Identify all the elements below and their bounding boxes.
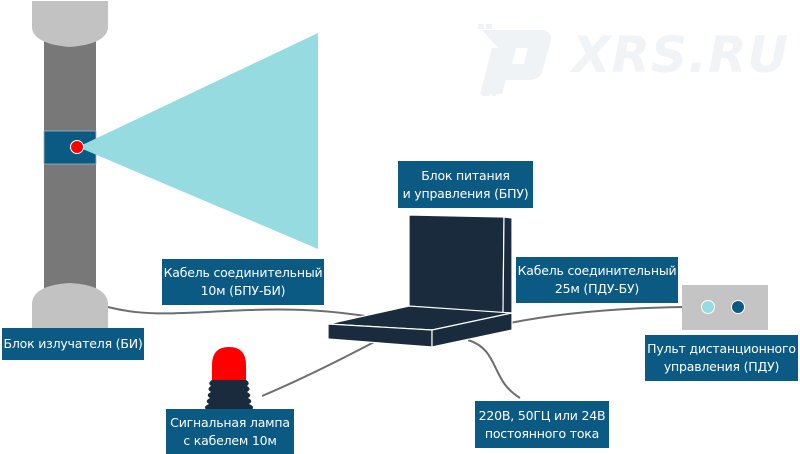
cable-power-supply xyxy=(467,339,521,399)
detection-beam-icon xyxy=(78,33,318,249)
label-line: 10м (БПУ-БИ) xyxy=(200,283,286,298)
remote-button-dark xyxy=(731,300,745,314)
label-line: Кабель соединительный xyxy=(517,263,677,278)
lamp-dome xyxy=(212,347,246,380)
label-cable-bpu-bi: Кабель соединительный 10м (БПУ-БИ) xyxy=(162,259,324,305)
label-signal-lamp: Сигнальная лампа с кабелем 10м xyxy=(166,409,294,454)
label-remote-control: Пульт дистанционного управления (ПДУ) xyxy=(645,335,798,381)
power-control-unit-icon xyxy=(327,214,513,348)
label-line: и управления (БПУ) xyxy=(402,185,529,201)
label-power-supply: 220В, 50ГЦ или 24В постоянного тока xyxy=(475,401,609,448)
label-line: Блок излучателя (БИ) xyxy=(3,336,143,351)
label-line: Сигнальная лампа xyxy=(170,414,290,430)
remote-control-panel-icon xyxy=(682,285,768,330)
label-line: с кабелем 10м xyxy=(183,432,277,448)
label-cable-pdu-bu: Кабель соединительный 25м (ПДУ-БУ) xyxy=(516,257,678,303)
column-top-cap xyxy=(32,1,108,47)
label-line: 25м (ПДУ-БУ) xyxy=(554,281,640,296)
lamp-base xyxy=(204,380,254,410)
cable-signal-lamp xyxy=(261,339,379,397)
watermark-text: XRS.RU xyxy=(572,26,790,84)
label-line: Блок питания xyxy=(421,167,510,183)
remote-button-light xyxy=(701,300,715,314)
label-line: постоянного тока xyxy=(484,425,600,441)
column-bottom-cap xyxy=(32,283,108,332)
column-emitter-icon xyxy=(32,1,108,332)
label-emitter-block: Блок излучателя (БИ) xyxy=(2,328,144,360)
watermark: XRS.RU xyxy=(462,18,788,98)
column-body xyxy=(44,40,96,300)
label-line: Пульт дистанционного xyxy=(647,341,796,356)
emitter-dot-icon xyxy=(70,140,84,154)
cable-pdu-bu xyxy=(509,306,683,324)
label-line: управления (ПДУ) xyxy=(663,359,780,374)
label-line: 220В, 50ГЦ или 24В xyxy=(478,407,606,423)
signal-lamp-icon xyxy=(204,347,254,410)
cable-bpu-bi xyxy=(107,306,366,317)
xrs-logo-icon xyxy=(478,24,551,96)
label-power-control-block: Блок питания и управления (БПУ) xyxy=(398,161,533,208)
label-line: Кабель соединительный xyxy=(163,265,323,280)
